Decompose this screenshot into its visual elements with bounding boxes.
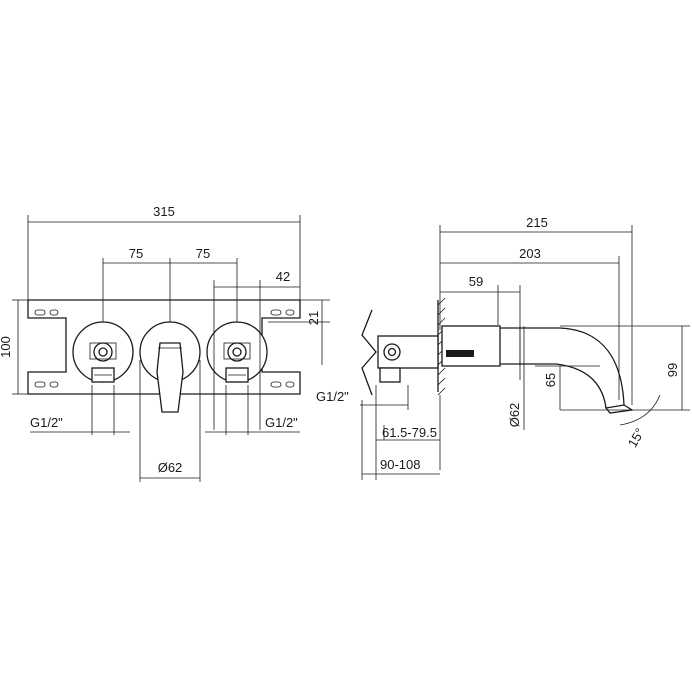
side-dimension-lines xyxy=(360,225,690,480)
dim-side-drop: 65 xyxy=(543,373,558,387)
mounting-bracket xyxy=(361,309,377,396)
dim-front-left-spacing: 75 xyxy=(129,246,143,261)
dim-front-right-spacing: 75 xyxy=(196,246,210,261)
center-spout xyxy=(139,321,201,413)
dim-side-diameter: Ø62 xyxy=(507,403,522,428)
front-dimension-lines xyxy=(12,215,330,482)
dim-front-diameter: Ø62 xyxy=(158,460,183,475)
dim-side-height: 99 xyxy=(665,363,680,377)
left-valve xyxy=(72,321,134,383)
dim-front-thread-left: G1/2" xyxy=(30,415,63,430)
mounting-plate xyxy=(27,299,301,395)
valve-body xyxy=(377,335,439,369)
dim-side-spout: 203 xyxy=(519,246,541,261)
dim-side-total: 215 xyxy=(526,215,548,230)
right-valve xyxy=(206,321,268,383)
valve-nut-inner xyxy=(387,347,397,357)
dim-side-depth: 61.5-79.5 xyxy=(382,425,437,440)
dim-front-offset: 42 xyxy=(276,269,290,284)
dim-side-angle: 15° xyxy=(625,425,648,450)
valve-nut xyxy=(383,343,401,361)
dim-front-height: 100 xyxy=(0,336,13,358)
side-view: 215 203 59 G1/2" Ø62 61.5-79.5 90-108 65… xyxy=(316,215,690,480)
front-view: 315 75 75 42 100 21 G1/2" G1/2" Ø62 xyxy=(0,204,330,482)
dim-front-top-offset: 21 xyxy=(306,311,321,325)
dim-side-plate: 59 xyxy=(469,274,483,289)
dim-side-install: 90-108 xyxy=(380,457,420,472)
plate-holes xyxy=(34,309,295,388)
side-spout xyxy=(441,325,634,414)
dim-side-thread: G1/2" xyxy=(316,389,349,404)
dim-front-width: 315 xyxy=(153,204,175,219)
side-inlet xyxy=(379,367,401,383)
dim-front-thread-right: G1/2" xyxy=(265,415,298,430)
